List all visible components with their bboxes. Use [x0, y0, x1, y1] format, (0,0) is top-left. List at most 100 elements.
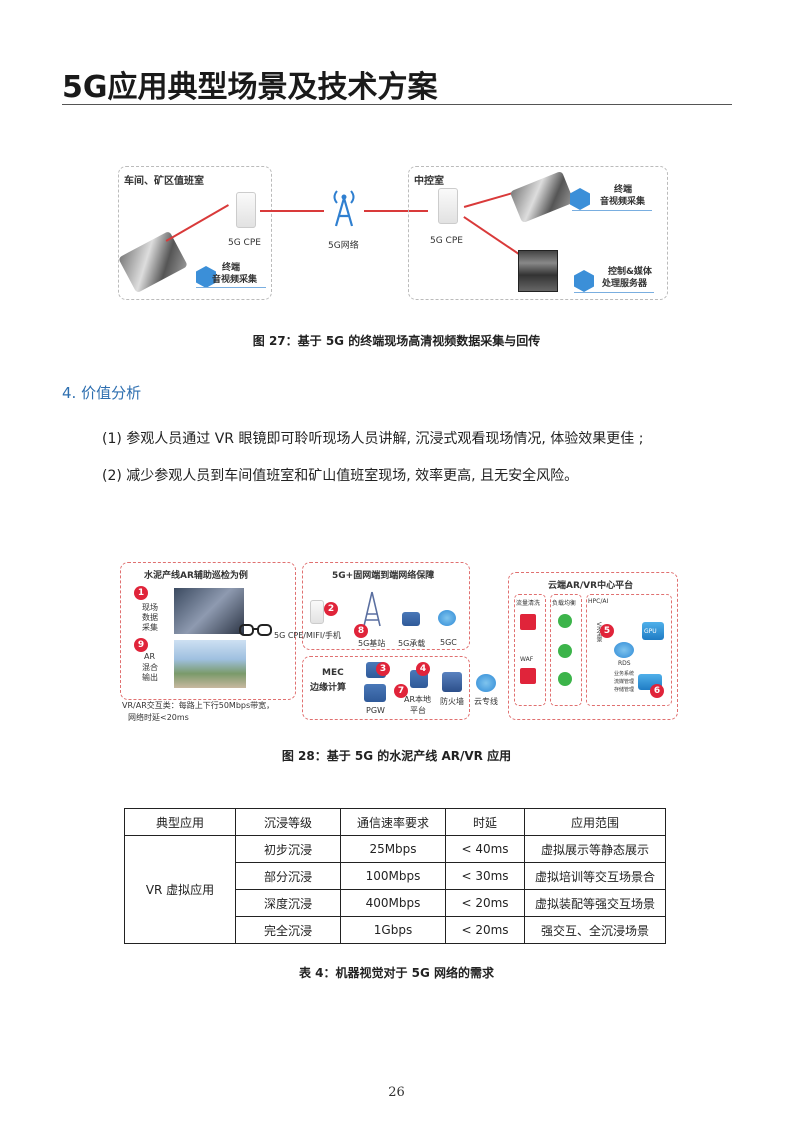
paragraph-2: (2) 减少参观人员到车间值班室和矿山值班室现场, 效率更高, 且无安全风险。 — [102, 468, 579, 484]
table-cell: 虚拟培训等交互场景合 — [524, 862, 666, 890]
terminal-right-underline — [572, 210, 652, 211]
table-4-caption: 表 4：机器视觉对于 5G 网络的需求 — [298, 966, 495, 980]
bearer-label: 5G承载 — [398, 639, 426, 648]
link-left-network — [260, 210, 324, 212]
number-4-badge: 4 — [416, 662, 430, 676]
number-8-badge: 8 — [354, 624, 368, 638]
cpe-right-label: 5G CPE — [430, 236, 463, 246]
figure-28: 水泥产线AR辅助巡检为例 1 现场 数据 采集 9 AR 混合 输出 VR/AR… — [120, 558, 682, 730]
hpc-area — [586, 594, 672, 706]
cpe-right-icon — [438, 188, 458, 224]
cloud-platform-box — [508, 572, 678, 720]
note-line-1: VR/AR交互类：每路上下行50Mbps带宽， — [122, 701, 275, 710]
field-photo-image — [174, 588, 244, 634]
figure-28-caption: 图 28：基于 5G 的水泥产线 AR/VR 应用 — [281, 749, 512, 763]
lb-icon-1 — [558, 614, 572, 628]
station-label: 5G基站 — [358, 639, 386, 648]
network-guarantee-box — [302, 562, 470, 650]
item1-label-3: 采集 — [142, 623, 158, 632]
table-group-cell: VR 虚拟应用 — [124, 835, 236, 944]
mec-title-2: 边缘计算 — [310, 683, 347, 693]
lb-icon-2 — [558, 644, 572, 658]
server-label-2: 处理服务器 — [602, 279, 648, 289]
server-icon — [518, 250, 558, 292]
cloud-platform-title: 云端AR/VR中心平台 — [548, 581, 634, 591]
requirements-table: 典型应用 沉浸等级 通信速率要求 时延 应用范围 VR 虚拟应用 初步沉浸 25… — [124, 808, 666, 944]
base-station-icon — [358, 588, 386, 628]
terminal-right-label-1: 终端 — [614, 185, 633, 195]
table-cell: 虚拟展示等静态展示 — [524, 835, 666, 863]
number-9-badge: 9 — [134, 638, 148, 652]
table-row: VR 虚拟应用 初步沉浸 25Mbps < 40ms 虚拟展示等静态展示 — [124, 835, 666, 944]
table-cell: 虚拟装配等强交互场景 — [524, 889, 666, 917]
traffic-clean-icon — [520, 614, 536, 630]
security-column — [514, 594, 546, 706]
left-room-title: 车间、矿区值班室 — [124, 176, 204, 187]
table-cell: 400Mbps — [340, 889, 446, 917]
cloud-line-label: 云专线 — [474, 697, 498, 706]
item9-label-2: 混合 — [142, 663, 158, 672]
col1-head: 流量清洗 — [516, 600, 541, 607]
table-header-cell: 典型应用 — [124, 808, 236, 836]
table-cell: 初步沉浸 — [235, 835, 341, 863]
table-cell: 1Gbps — [340, 916, 446, 944]
table-cell: < 20ms — [445, 916, 525, 944]
table-cell: 强交互、全沉浸场景 — [524, 916, 666, 944]
terminal-left-label-1: 终端 — [222, 263, 241, 273]
col2-head: 负载均衡 — [552, 600, 577, 607]
core-label: 5GC — [440, 638, 457, 647]
cpe-device-label: 5G CPE/MIFI/手机 — [274, 631, 341, 640]
antenna-icon — [328, 188, 360, 228]
ar-output-image — [174, 640, 246, 688]
page-title: 5G应用典型场景及技术方案 — [62, 70, 438, 105]
table-cell: 25Mbps — [340, 835, 446, 863]
terminal-left-underline — [196, 287, 266, 288]
left-scenario-title: 水泥产线AR辅助巡检为例 — [144, 571, 248, 581]
terminal-right-label-2: 音视频采集 — [600, 197, 646, 207]
bearer-device-icon — [402, 612, 420, 626]
lb-icon-3 — [558, 672, 572, 686]
cpe-left-label: 5G CPE — [228, 238, 261, 248]
table-cell: 深度沉浸 — [235, 889, 341, 917]
title-rule — [62, 104, 732, 105]
ar-platform-label-1: AR本地 — [404, 695, 432, 704]
right-room-box — [408, 166, 668, 300]
rds-icon — [614, 642, 634, 658]
table-cell: 100Mbps — [340, 862, 446, 890]
paragraph-1: (1) 参观人员通过 VR 眼镜即可聆听现场人员讲解, 沉浸式观看现场情况, 体… — [102, 431, 644, 447]
item9-label-3: 输出 — [142, 673, 158, 682]
network-label: 5G网络 — [328, 241, 359, 251]
table-cell: 完全沉浸 — [235, 916, 341, 944]
table-cell: < 20ms — [445, 889, 525, 917]
gpu-server-icon — [642, 622, 664, 640]
table-row: 深度沉浸 400Mbps < 20ms 虚拟装配等强交互场景 — [125, 889, 666, 917]
right-room-title: 中控室 — [414, 176, 444, 187]
number-3-badge: 3 — [376, 662, 390, 676]
table-header-cell: 沉浸等级 — [235, 808, 341, 836]
number-7-badge: 7 — [394, 684, 408, 698]
table-row: 部分沉浸 100Mbps < 30ms 虚拟培训等交互场景合 — [125, 862, 666, 890]
pgw-box-icon — [364, 684, 386, 702]
table-row: 完全沉浸 1Gbps < 20ms 强交互、全沉浸场景 — [125, 916, 666, 944]
table-header-cell: 时延 — [445, 808, 525, 836]
number-6-badge: 6 — [650, 684, 664, 698]
table-header-cell: 应用范围 — [524, 808, 666, 836]
server-label-1: 控制&媒体 — [608, 267, 652, 277]
number-1-badge: 1 — [134, 586, 148, 600]
table-header-row: 典型应用 沉浸等级 通信速率要求 时延 应用范围 — [124, 808, 666, 836]
mec-box — [302, 656, 470, 720]
server-hex-icon — [574, 270, 594, 292]
item1-label-1: 现场 — [142, 603, 158, 612]
pgw-label: PGW — [366, 706, 385, 715]
biz-label-2: 流媒管理 — [614, 679, 635, 685]
left-scenario-box — [120, 562, 296, 700]
lb-column — [550, 594, 582, 706]
item1-label-2: 数据 — [142, 613, 158, 622]
link-network-right — [364, 210, 428, 212]
network-guarantee-title: 5G+固网端到端网络保障 — [332, 571, 435, 581]
table-cell: 部分沉浸 — [235, 862, 341, 890]
rds-label: RDS — [618, 660, 631, 667]
waf-icon — [520, 668, 536, 684]
number-2-badge: 2 — [324, 602, 338, 616]
cpe-device-icon — [310, 600, 324, 624]
